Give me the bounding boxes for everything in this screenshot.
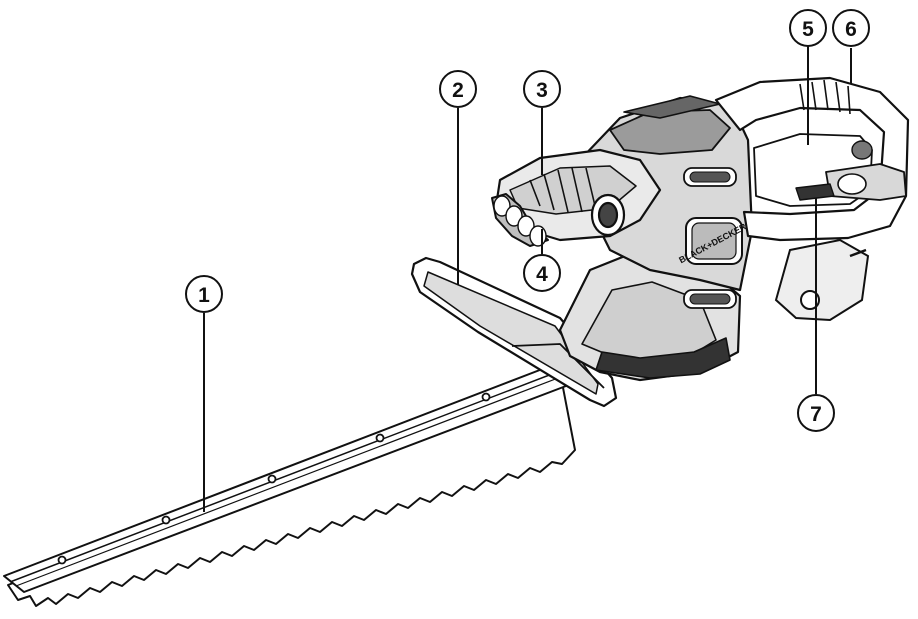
rear-grip <box>491 193 549 247</box>
leader-lines <box>203 42 852 512</box>
callout-2-label: 2 <box>452 79 464 102</box>
blade-rivets <box>57 392 491 565</box>
power-plug <box>774 238 870 322</box>
callout-5-label: 5 <box>802 18 814 41</box>
callout-7-label: 7 <box>810 403 822 426</box>
brand-logo <box>685 217 743 265</box>
main-handle <box>714 76 910 242</box>
callout-3-label: 3 <box>536 79 548 102</box>
callout-6: 6 <box>832 9 870 47</box>
callout-4-label: 4 <box>536 263 548 286</box>
blade <box>3 367 576 607</box>
callout-3: 3 <box>523 70 561 108</box>
callout-5: 5 <box>789 9 827 47</box>
callout-6-label: 6 <box>845 18 857 41</box>
blade-guard <box>410 256 618 408</box>
callout-2: 2 <box>439 70 477 108</box>
callout-1-label: 1 <box>198 284 210 307</box>
callout-4: 4 <box>523 254 561 292</box>
callout-7: 7 <box>797 394 835 432</box>
front-handle <box>494 148 662 242</box>
motor-housing <box>558 95 754 382</box>
callout-1: 1 <box>185 275 223 313</box>
